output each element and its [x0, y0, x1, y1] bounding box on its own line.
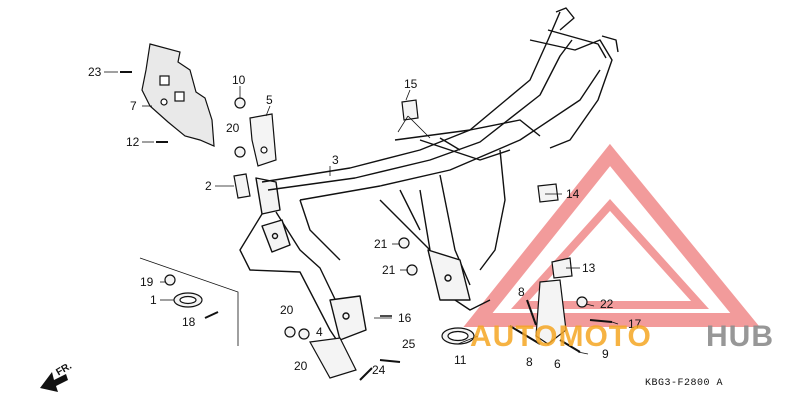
callout-17: 17 [628, 317, 642, 331]
callout-21-top: 21 [374, 237, 388, 251]
callout-25: 25 [402, 337, 416, 351]
callout-2: 2 [205, 179, 212, 193]
callout-15: 15 [404, 77, 418, 91]
leader-lines [104, 71, 619, 355]
callout-3: 3 [332, 153, 339, 167]
callout-13: 13 [582, 261, 596, 275]
callout-20-low: 20 [294, 359, 308, 373]
watermark-logo [463, 143, 760, 327]
front-arrow-icon [40, 372, 68, 392]
callout-5: 5 [266, 93, 273, 107]
small-parts [120, 71, 613, 381]
callout-8-low: 8 [526, 355, 533, 369]
callout-6: 6 [554, 357, 561, 371]
callout-20: 20 [226, 121, 240, 135]
callout-21-bottom: 21 [382, 263, 396, 277]
callout-8-top: 8 [518, 285, 525, 299]
callout-10: 10 [232, 73, 246, 87]
callout-20-mid: 20 [280, 303, 294, 317]
drawing-code: KBG3-F2800 A [645, 378, 724, 389]
callout-22: 22 [600, 297, 614, 311]
callout-7: 7 [130, 99, 137, 113]
callout-18: 18 [182, 315, 196, 329]
callout-12: 12 [126, 135, 140, 149]
callout-14: 14 [566, 187, 580, 201]
watermark-text-gray: HUB [706, 320, 774, 353]
callout-9: 9 [602, 347, 609, 361]
watermark-text-orange: AUTOMOTO [470, 320, 652, 353]
callout-1: 1 [150, 293, 157, 307]
main-frame [239, 7, 619, 361]
callout-16: 16 [398, 311, 412, 325]
callout-23: 23 [88, 65, 102, 79]
part-7-panel [141, 43, 215, 147]
callout-19: 19 [140, 275, 154, 289]
callout-24: 24 [372, 363, 386, 377]
callout-11: 11 [454, 353, 467, 367]
callout-4: 4 [316, 325, 323, 339]
